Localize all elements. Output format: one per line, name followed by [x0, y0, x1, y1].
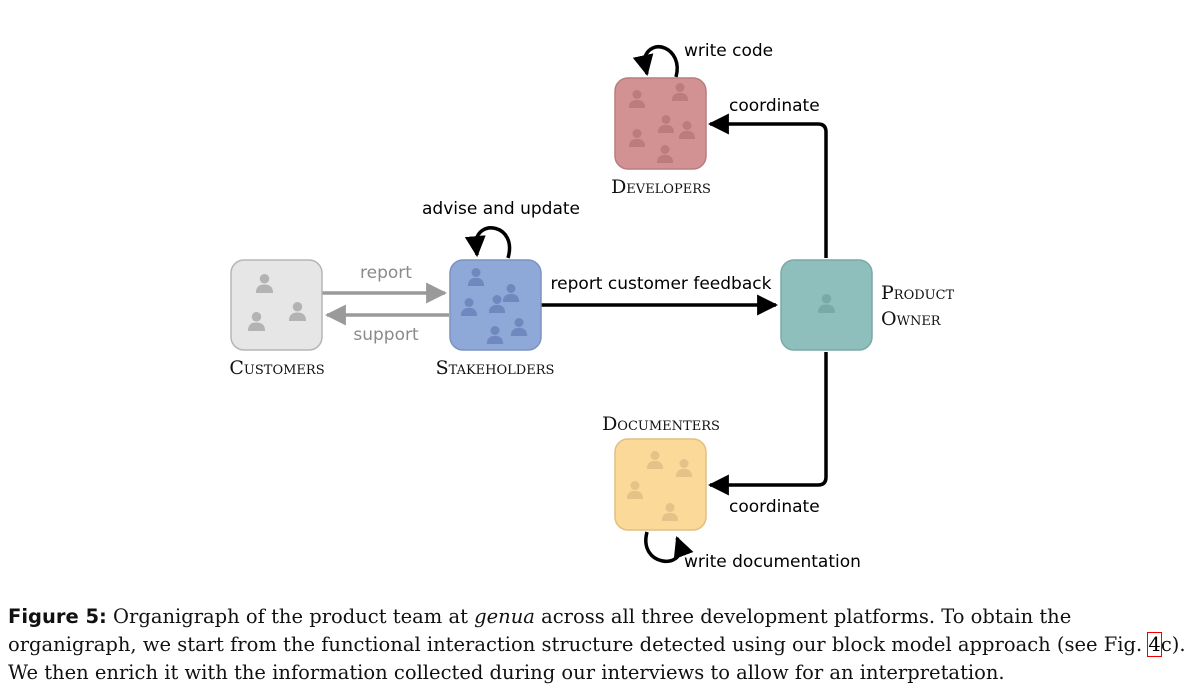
edges — [322, 45, 828, 563]
loop-label-advise-and-update: advise and update — [422, 199, 580, 219]
edge-coordinate-developers — [707, 113, 828, 258]
customers-box — [230, 259, 323, 351]
label-stakeholders: Stakeholders — [436, 357, 555, 379]
label-product-owner-line2: Owner — [881, 308, 942, 330]
edge-label-report-customer-feedback: report customer feedback — [551, 274, 772, 294]
edge-label-coordinate-developers: coordinate — [729, 96, 820, 116]
developers-box — [614, 77, 707, 170]
figure-caption: Figure 5: Organigraph of the product tea… — [8, 603, 1188, 687]
caption-label: Figure 5: — [8, 605, 107, 628]
node-product-owner — [780, 259, 873, 351]
node-documenters — [614, 438, 707, 531]
loop-write-code — [632, 45, 679, 78]
label-developers: Developers — [611, 176, 711, 198]
node-developers — [614, 77, 707, 170]
organigraph-diagram: Customers Stakeholders Developers Produc… — [229, 41, 955, 572]
caption-text-3: c). We then enrich it with the informati… — [8, 633, 1186, 684]
edge-coordinate-documenters — [707, 352, 828, 496]
loop-label-write-documentation: write documentation — [684, 552, 861, 572]
loop-label-write-code: write code — [684, 41, 773, 61]
loop-write-documentation — [644, 531, 694, 563]
loop-advise-and-update — [464, 226, 512, 259]
caption-text-2: across all three development platforms. … — [8, 605, 1149, 656]
caption-text-1: Organigraph of the product team at — [106, 605, 475, 628]
edge-label-coordinate-documenters: coordinate — [729, 497, 820, 517]
edge-label-support: support — [353, 325, 419, 345]
node-stakeholders — [449, 259, 542, 351]
node-customers — [230, 259, 323, 351]
label-customers: Customers — [229, 357, 324, 379]
label-documenters: Documenters — [602, 413, 720, 435]
edge-label-report: report — [360, 263, 412, 283]
label-product-owner-line1: Product — [881, 282, 955, 304]
caption-emphasis: genua — [474, 605, 535, 628]
documenters-box — [614, 438, 707, 531]
figure-reference-link[interactable]: 4 — [1147, 632, 1162, 657]
